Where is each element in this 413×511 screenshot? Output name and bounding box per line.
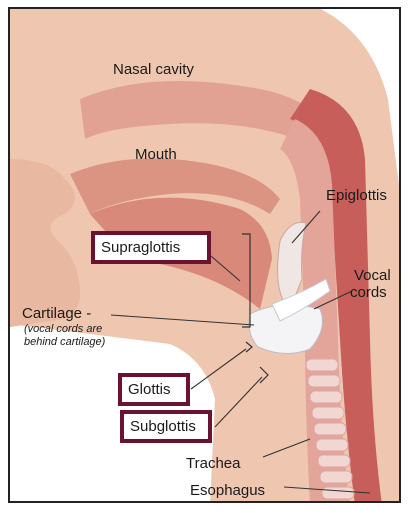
- mouth-label: Mouth: [135, 146, 177, 163]
- diagram-frame: Nasal cavity Mouth Epiglottis Vocal cord…: [8, 7, 401, 503]
- nasal-cavity-label: Nasal cavity: [113, 61, 194, 78]
- cartilage-note-line1: (vocal cords are: [24, 323, 102, 335]
- vocal-cords-label-line1: Vocal: [354, 267, 391, 284]
- subglottis-box: Subglottis: [120, 410, 212, 443]
- trachea-label: Trachea: [186, 455, 240, 472]
- esophagus-label: Esophagus: [190, 482, 265, 499]
- epiglottis-label: Epiglottis: [326, 187, 387, 204]
- cartilage-note-line2: behind cartilage): [24, 336, 105, 348]
- supraglottis-box: Supraglottis: [91, 231, 211, 264]
- glottis-box: Glottis: [118, 373, 190, 406]
- cartilage-label: Cartilage -: [22, 305, 91, 322]
- vocal-cords-label-line2: cords: [350, 284, 387, 301]
